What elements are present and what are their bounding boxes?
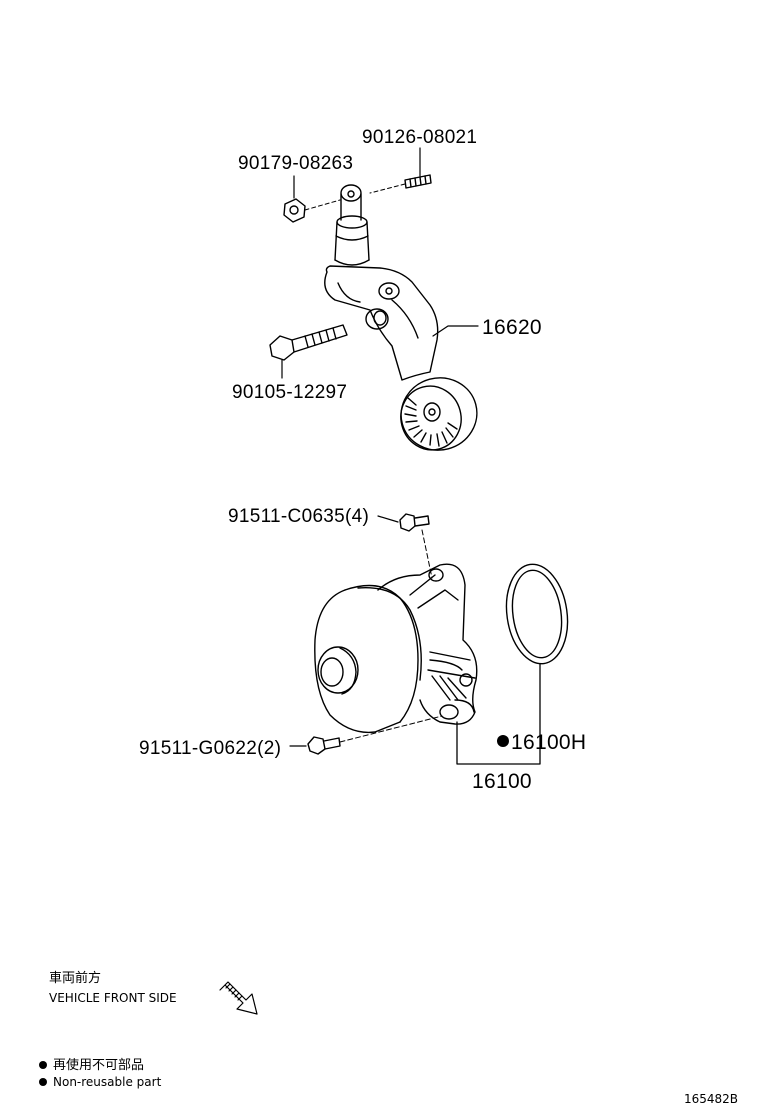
tensioner-assembly [269,147,479,451]
stud-bolt [404,174,432,189]
bullet-icon [39,1061,47,1069]
tensioner-bracket [324,265,439,381]
tensioner-bolt [269,324,348,361]
label-tensioner: 16620 [482,316,542,339]
figure-id: 165482B [684,1092,739,1106]
water-pump-body [377,563,478,725]
nonreusable-en-row: Non-reusable part [39,1075,161,1089]
nonreusable-jp: 再使用不可部品 [53,1058,145,1073]
tensioner-damper [334,184,370,266]
nut [283,198,306,223]
label-water-pump: 16100 [472,770,532,793]
nonreusable-jp-row: 再使用不可部品 [39,1059,144,1073]
pump-bolt-upper [399,513,430,532]
front-side-en: VEHICLE FRONT SIDE [49,991,177,1005]
pump-bolt-lower [307,736,341,755]
nonreusable-en: Non-reusable part [53,1075,162,1089]
water-pump-pulley [314,584,422,734]
bullet-icon [39,1078,47,1086]
idler-pulley [400,377,478,451]
label-stud-bolt: 90126-08021 [362,127,477,148]
label-gasket: 16100H [511,731,586,754]
label-pump-bolt-upper: 91511-C0635(4) [228,506,369,527]
water-pump-assembly [289,513,569,765]
label-pump-bolt-lower: 91511-G0622(2) [139,738,281,759]
direction-arrow [219,981,258,1015]
gasket-ring [505,563,569,665]
front-side-jp: 車両前方 [49,971,102,986]
label-nut: 90179-08263 [238,153,353,174]
nonreusable-marker [497,735,509,747]
label-tensioner-bolt: 90105-12297 [232,382,347,403]
